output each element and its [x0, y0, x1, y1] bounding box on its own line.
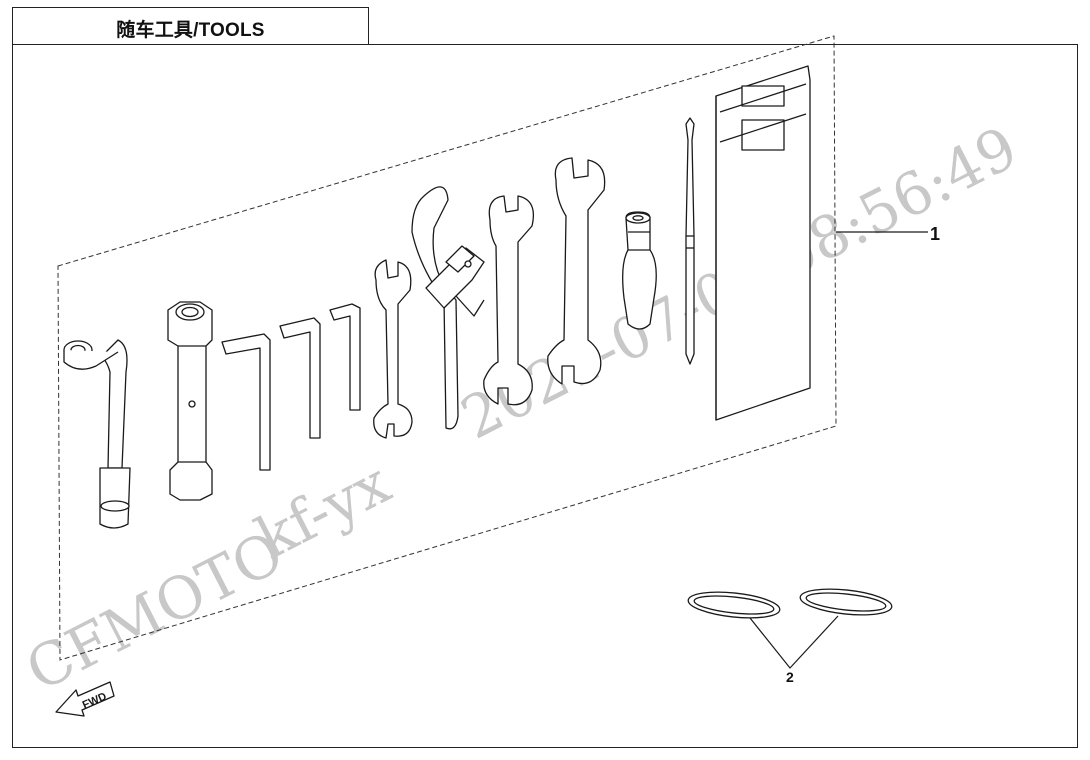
l-socket-wrench	[63, 339, 131, 529]
tool-pouch	[715, 65, 811, 421]
screwdriver-handle	[622, 211, 657, 330]
hex-key-medium	[279, 317, 321, 439]
medium-open-end-spanner	[483, 195, 535, 406]
callout-2: 2	[786, 669, 794, 685]
hex-key-small	[329, 303, 361, 411]
callout-leaders	[749, 231, 928, 669]
callout-1: 1	[930, 224, 940, 244]
hex-key-large	[221, 333, 271, 471]
large-open-end-spanner	[547, 157, 606, 385]
o-rings	[687, 588, 893, 619]
title-block: 随车工具/TOOLS	[12, 7, 369, 45]
screwdriver-blade	[685, 117, 695, 365]
fwd-arrow-icon	[55, 681, 115, 717]
leader-2	[749, 615, 839, 669]
drawing-frame	[12, 44, 1078, 748]
kit-outline	[57, 35, 837, 661]
small-open-end-spanner	[373, 259, 413, 439]
watermark-brand: CFMOTO	[15, 518, 293, 705]
hook-spanner	[411, 186, 485, 430]
page-title: 随车工具/TOOLS	[116, 20, 265, 41]
tube-box-spanner	[167, 301, 213, 501]
